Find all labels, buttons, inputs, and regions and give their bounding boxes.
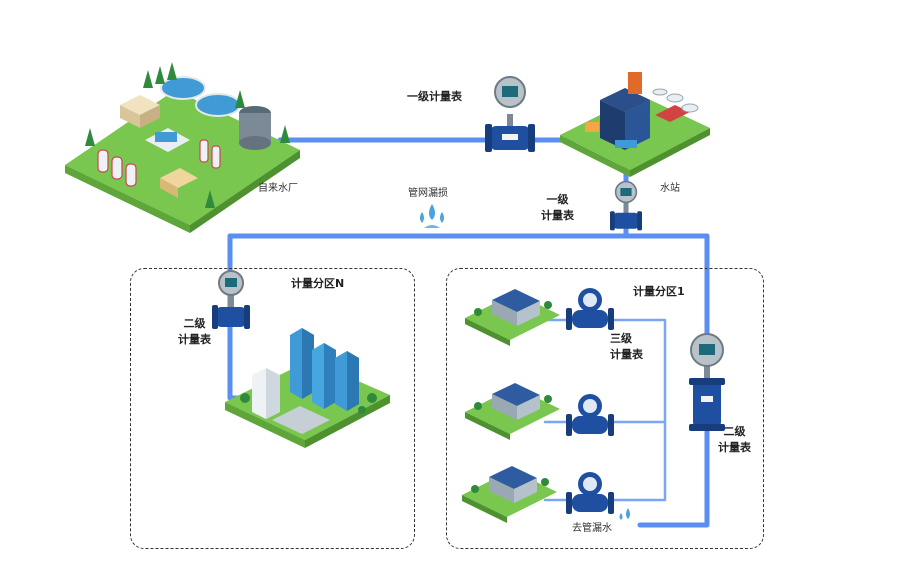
label-leak-network: 管网漏损 (408, 188, 448, 199)
label-level2-meter-left-line1: 二级 (183, 317, 206, 330)
label-zone-1: 计量分区1 (633, 285, 685, 298)
label-level1-meter-station-line1: 一级 (546, 193, 569, 206)
label-zone-n: 计量分区N (291, 277, 345, 290)
label-level3-meter: 三级 计量表 (610, 331, 643, 363)
pipe-zone-1-main (637, 233, 710, 528)
label-level1-meter-station-line2: 计量表 (541, 209, 574, 222)
label-plant: 自来水厂 (258, 183, 298, 194)
label-leak-branch: 去管漏水 (572, 523, 612, 534)
label-level2-meter-right-line1: 二级 (723, 425, 746, 438)
house-3 (462, 466, 557, 523)
zone-1-houses-illustration (462, 289, 560, 523)
house-2 (465, 383, 560, 440)
water-meter-level3-3 (566, 472, 614, 514)
label-level2-meter-right-line2: 计量表 (718, 441, 751, 454)
label-level3-meter-line2: 计量表 (610, 348, 643, 361)
label-level2-meter-left: 二级 计量表 (178, 316, 211, 348)
zone-1-boundary (446, 268, 764, 549)
water-meter-level3-1 (566, 288, 614, 330)
label-station: 水站 (660, 183, 680, 194)
label-level1-meter-top: 一级计量表 (407, 90, 462, 103)
leak-network-icon (420, 204, 444, 228)
water-station-illustration (560, 72, 710, 177)
zone-n-buildings-illustration (225, 328, 390, 448)
label-level1-meter-station: 一级 计量表 (541, 192, 574, 224)
water-meter-level3-2 (566, 394, 614, 436)
flow-meter-level2-left (212, 270, 250, 329)
flow-meter-level1-top (485, 76, 535, 152)
label-level3-meter-line1: 三级 (610, 332, 632, 345)
house-1 (465, 289, 560, 346)
flow-meter-level2-right (689, 333, 725, 431)
label-level2-meter-left-line2: 计量表 (178, 333, 211, 346)
water-plant-illustration (65, 62, 300, 233)
flow-meter-level1-station (610, 180, 642, 231)
label-level2-meter-right: 二级 计量表 (718, 424, 751, 456)
zone-n-boundary (130, 268, 415, 549)
leak-branch-icon (619, 508, 630, 520)
